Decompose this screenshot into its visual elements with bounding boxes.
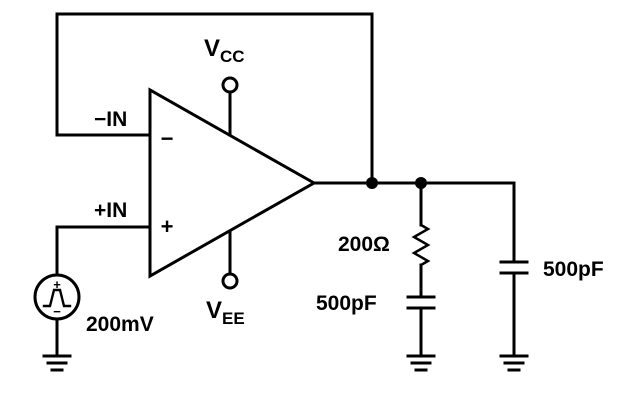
series-capacitor-label: 500pF [316, 292, 377, 315]
inverting-input-sign: − [161, 126, 174, 151]
noninverting-input-sign: + [161, 214, 174, 239]
vee-label: VEE [206, 297, 245, 328]
ground-icon [42, 354, 72, 372]
output-wire [312, 181, 516, 264]
vee-terminal [221, 272, 239, 290]
resistor-label: 200Ω [338, 233, 390, 256]
ground-icon [499, 354, 529, 372]
feedback-wire [55, 12, 374, 185]
plus-in-wire [55, 225, 152, 274]
ground-icon [406, 354, 436, 372]
source-value-label: 200mV [86, 313, 154, 336]
load-capacitor-label: 500pF [543, 258, 604, 281]
source-plus-sign: + [53, 277, 61, 292]
step-pulse-icon [42, 288, 72, 308]
label-plus-in: +IN [94, 199, 127, 222]
op-amp-triangle [148, 87, 318, 279]
label-minus-in: −IN [94, 108, 127, 131]
output-junction-dot [366, 177, 378, 189]
resistor-symbol [411, 223, 431, 267]
vcc-terminal [221, 76, 239, 94]
series-capacitor-plates [406, 295, 436, 310]
source-minus-sign: − [53, 304, 61, 319]
vcc-label: VCC [204, 35, 245, 66]
load-capacitor-plates [499, 260, 529, 275]
step-voltage-source: + − [33, 273, 81, 321]
